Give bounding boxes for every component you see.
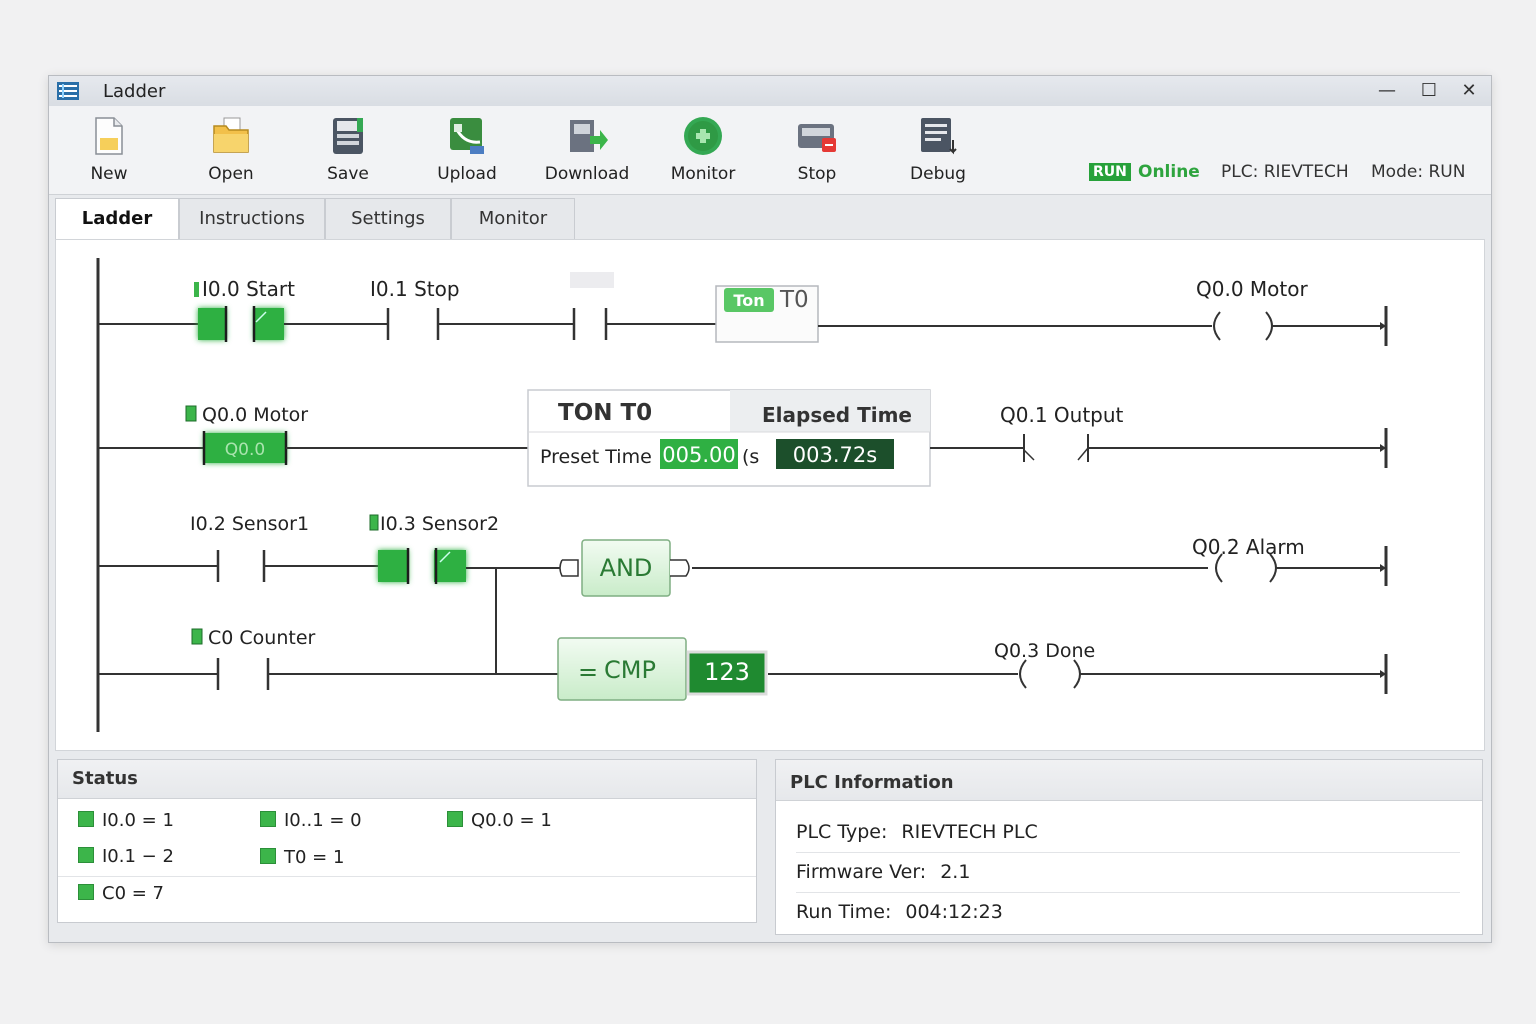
monitor-icon — [684, 117, 722, 155]
label-i0-2-sensor1: I0.2 Sensor1 — [190, 513, 309, 535]
save-button[interactable]: Save — [298, 116, 398, 184]
elapsed-time-label: Elapsed Time — [762, 403, 912, 427]
contact-value: Q0.0 — [225, 440, 265, 460]
open-button[interactable]: Open — [181, 116, 281, 184]
new-file-icon — [95, 117, 123, 155]
firmware-row: Firmware Ver:2.1 — [796, 853, 1460, 893]
download-icon — [570, 120, 608, 152]
label-q0-3-done: Q0.3 Done — [994, 640, 1095, 662]
plc-info-title: PLC Information — [776, 760, 1482, 801]
ladder-app-icon — [57, 82, 79, 100]
window-title: Ladder — [103, 81, 166, 102]
online-status: Online — [1138, 162, 1200, 182]
debug-icon — [921, 118, 957, 155]
label-q0-1-output: Q0.1 Output — [1000, 403, 1124, 427]
coil-q0-0[interactable] — [1213, 311, 1273, 341]
debug-button[interactable]: Debug — [888, 116, 988, 184]
label-q0-2-alarm: Q0.2 Alarm — [1192, 535, 1305, 559]
minimize-icon[interactable]: — — [1378, 80, 1396, 101]
plc-name: PLC: RIEVTECH — [1221, 162, 1349, 182]
timer-block-t0[interactable]: Ton T0 — [715, 285, 819, 343]
app-window: Ladder — ☐ ✕ New Open — [48, 75, 1492, 943]
upload-icon — [450, 118, 484, 154]
plc-info-panel: PLC Information PLC Type:RIEVTECH PLC Fi… — [775, 759, 1483, 935]
status-indicator-icon — [447, 811, 463, 827]
stop-button[interactable]: Stop — [767, 116, 867, 184]
plc-type-row: PLC Type:RIEVTECH PLC — [796, 813, 1460, 853]
timer-name: T0 — [779, 287, 809, 313]
status-item: I0.0 = 1 — [78, 810, 174, 831]
and-block-label: AND — [600, 554, 653, 582]
run-time-row: Run Time:004:12:23 — [796, 901, 1003, 923]
contact-i0-0[interactable] — [198, 306, 284, 342]
status-item: T0 = 1 — [260, 847, 344, 868]
rung-4: = CMP 123 C0 Counter Q0.3 Done — [98, 627, 1388, 701]
preset-time-label: Preset Time — [540, 446, 652, 468]
close-icon[interactable]: ✕ — [1461, 80, 1477, 101]
rung-1: Ton T0 I0.0 Start I0.1 Stop Q0.0 Motor — [98, 272, 1388, 346]
save-icon — [333, 118, 363, 154]
upload-button[interactable]: Upload — [417, 116, 517, 184]
tab-settings[interactable]: Settings — [325, 198, 451, 239]
run-badge: RUN — [1089, 163, 1131, 181]
cmp-equals-sign: = — [578, 658, 598, 686]
tab-monitor[interactable]: Monitor — [451, 198, 575, 239]
title-bar: Ladder — ☐ ✕ — [49, 76, 1491, 107]
cmp-value: 123 — [704, 658, 750, 686]
status-indicator-icon — [78, 884, 94, 900]
monitor-button[interactable]: Monitor — [653, 116, 753, 184]
and-block[interactable]: AND — [581, 539, 671, 597]
rung-3: AND I0.2 Sensor1 I0.3 Sensor2 Q0.2 Alarm — [98, 513, 1388, 674]
cmp-block[interactable]: = CMP — [557, 637, 687, 701]
preset-time-unit: (s — [742, 446, 759, 468]
status-item: C0 = 7 — [78, 883, 164, 904]
status-indicator-icon — [260, 848, 276, 864]
status-item: I0.1 − 2 — [78, 846, 174, 867]
status-indicator-icon — [78, 847, 94, 863]
status-indicator-icon — [260, 811, 276, 827]
elapsed-time-value: 003.72s — [793, 443, 877, 467]
open-folder-icon — [213, 117, 249, 153]
label-q0-0-motor: Q0.0 Motor — [1196, 277, 1308, 301]
tab-ladder[interactable]: Ladder — [55, 198, 179, 241]
mode-status: Mode: RUN — [1371, 162, 1466, 182]
label-i0-3-sensor2: I0.3 Sensor2 — [380, 513, 499, 535]
label-q0-0-motor-contact: Q0.0 Motor — [202, 404, 308, 426]
ladder-diagram: Ton T0 I0.0 Start I0.1 Stop Q0.0 Motor — [96, 258, 1388, 732]
toolbar: New Open Save — [49, 106, 1491, 195]
status-panel: Status I0.0 = 1 I0..1 = 0 Q0.0 = 1 I0.1 … — [57, 759, 757, 923]
download-button[interactable]: Download — [537, 116, 637, 184]
ton-popup: TON T0 Elapsed Time Preset Time 005.00 (… — [527, 389, 931, 487]
contact-q0-0[interactable]: Q0.0 — [202, 431, 288, 465]
ton-popup-title: TON T0 — [558, 400, 652, 426]
status-item: I0..1 = 0 — [260, 810, 362, 831]
preset-time-value: 005.00 — [662, 443, 735, 467]
cmp-block-label: CMP — [604, 656, 656, 684]
contact-q0-1[interactable] — [1023, 434, 1089, 462]
coil-q0-3[interactable] — [1019, 659, 1081, 689]
label-c0-counter: C0 Counter — [208, 627, 316, 649]
label-i0-0-start: I0.0 Start — [202, 277, 295, 301]
label-i0-1-stop: I0.1 Stop — [370, 277, 460, 301]
new-button[interactable]: New — [59, 116, 159, 184]
contact-i0-3[interactable] — [378, 548, 466, 584]
status-indicator-icon — [78, 811, 94, 827]
status-item: Q0.0 = 1 — [447, 810, 552, 831]
maximize-icon[interactable]: ☐ — [1420, 80, 1438, 101]
tab-instructions[interactable]: Instructions — [179, 198, 325, 239]
timer-badge: Ton — [733, 291, 764, 310]
ladder-editor[interactable]: Ton T0 I0.0 Start I0.1 Stop Q0.0 Motor — [55, 239, 1485, 751]
stop-icon — [798, 124, 836, 152]
rung-2: Q0.0 TON T0 Elapsed Time Preset Time 005… — [98, 389, 1388, 487]
status-title: Status — [58, 760, 756, 799]
